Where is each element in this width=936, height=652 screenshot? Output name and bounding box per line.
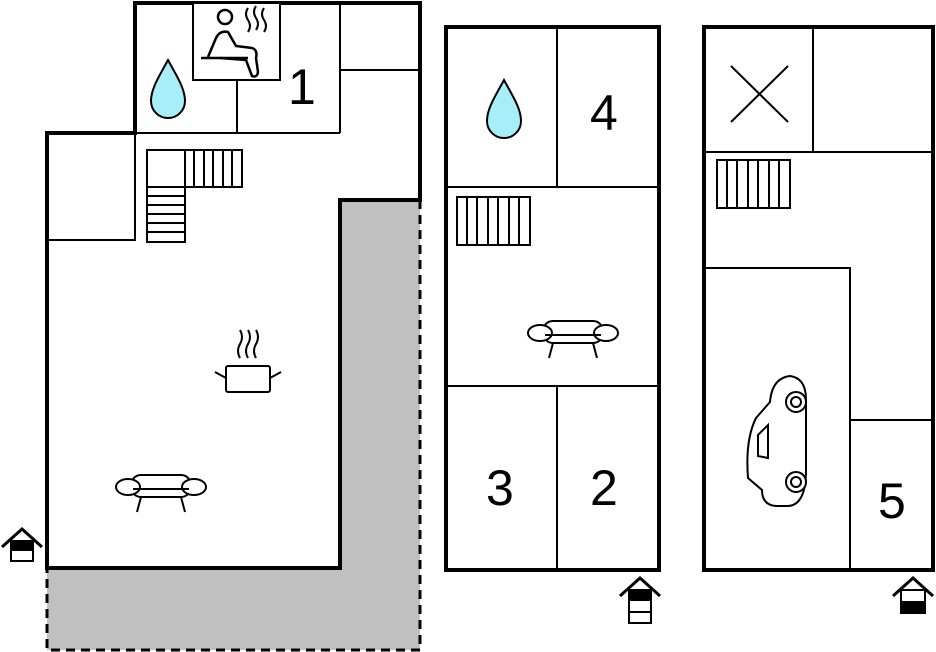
- water-drop-icon: [486, 79, 522, 139]
- entrance-icon: [891, 575, 935, 614]
- stairs-icon: [456, 196, 531, 246]
- room-number: 1: [288, 59, 316, 115]
- room-number: 5: [878, 473, 906, 529]
- sofa-icon: [115, 474, 207, 513]
- cooking-pot-icon: [214, 329, 282, 393]
- sauna-icon: [201, 5, 267, 78]
- room-number: 3: [486, 460, 514, 516]
- floor-3: 5: [702, 25, 935, 614]
- terrace: [47, 200, 420, 650]
- water-drop-icon: [150, 59, 186, 119]
- room-number: 4: [590, 85, 618, 141]
- stairs-icon: [146, 149, 243, 243]
- outer-wall: [45, 1, 422, 570]
- stairs-icon: [716, 159, 791, 209]
- sofa-icon: [527, 320, 619, 359]
- floor-1: 1: [0, 1, 422, 652]
- room-number: 2: [590, 460, 618, 516]
- sauna-room: [192, 2, 281, 81]
- cross-icon: [730, 65, 789, 123]
- entrance-icon: [0, 526, 44, 562]
- car-icon: [746, 374, 807, 507]
- outer-wall: [702, 25, 935, 572]
- floor-2: 4 3 2: [444, 25, 662, 624]
- outer-wall: [444, 25, 661, 572]
- entrance-icon: [618, 575, 662, 624]
